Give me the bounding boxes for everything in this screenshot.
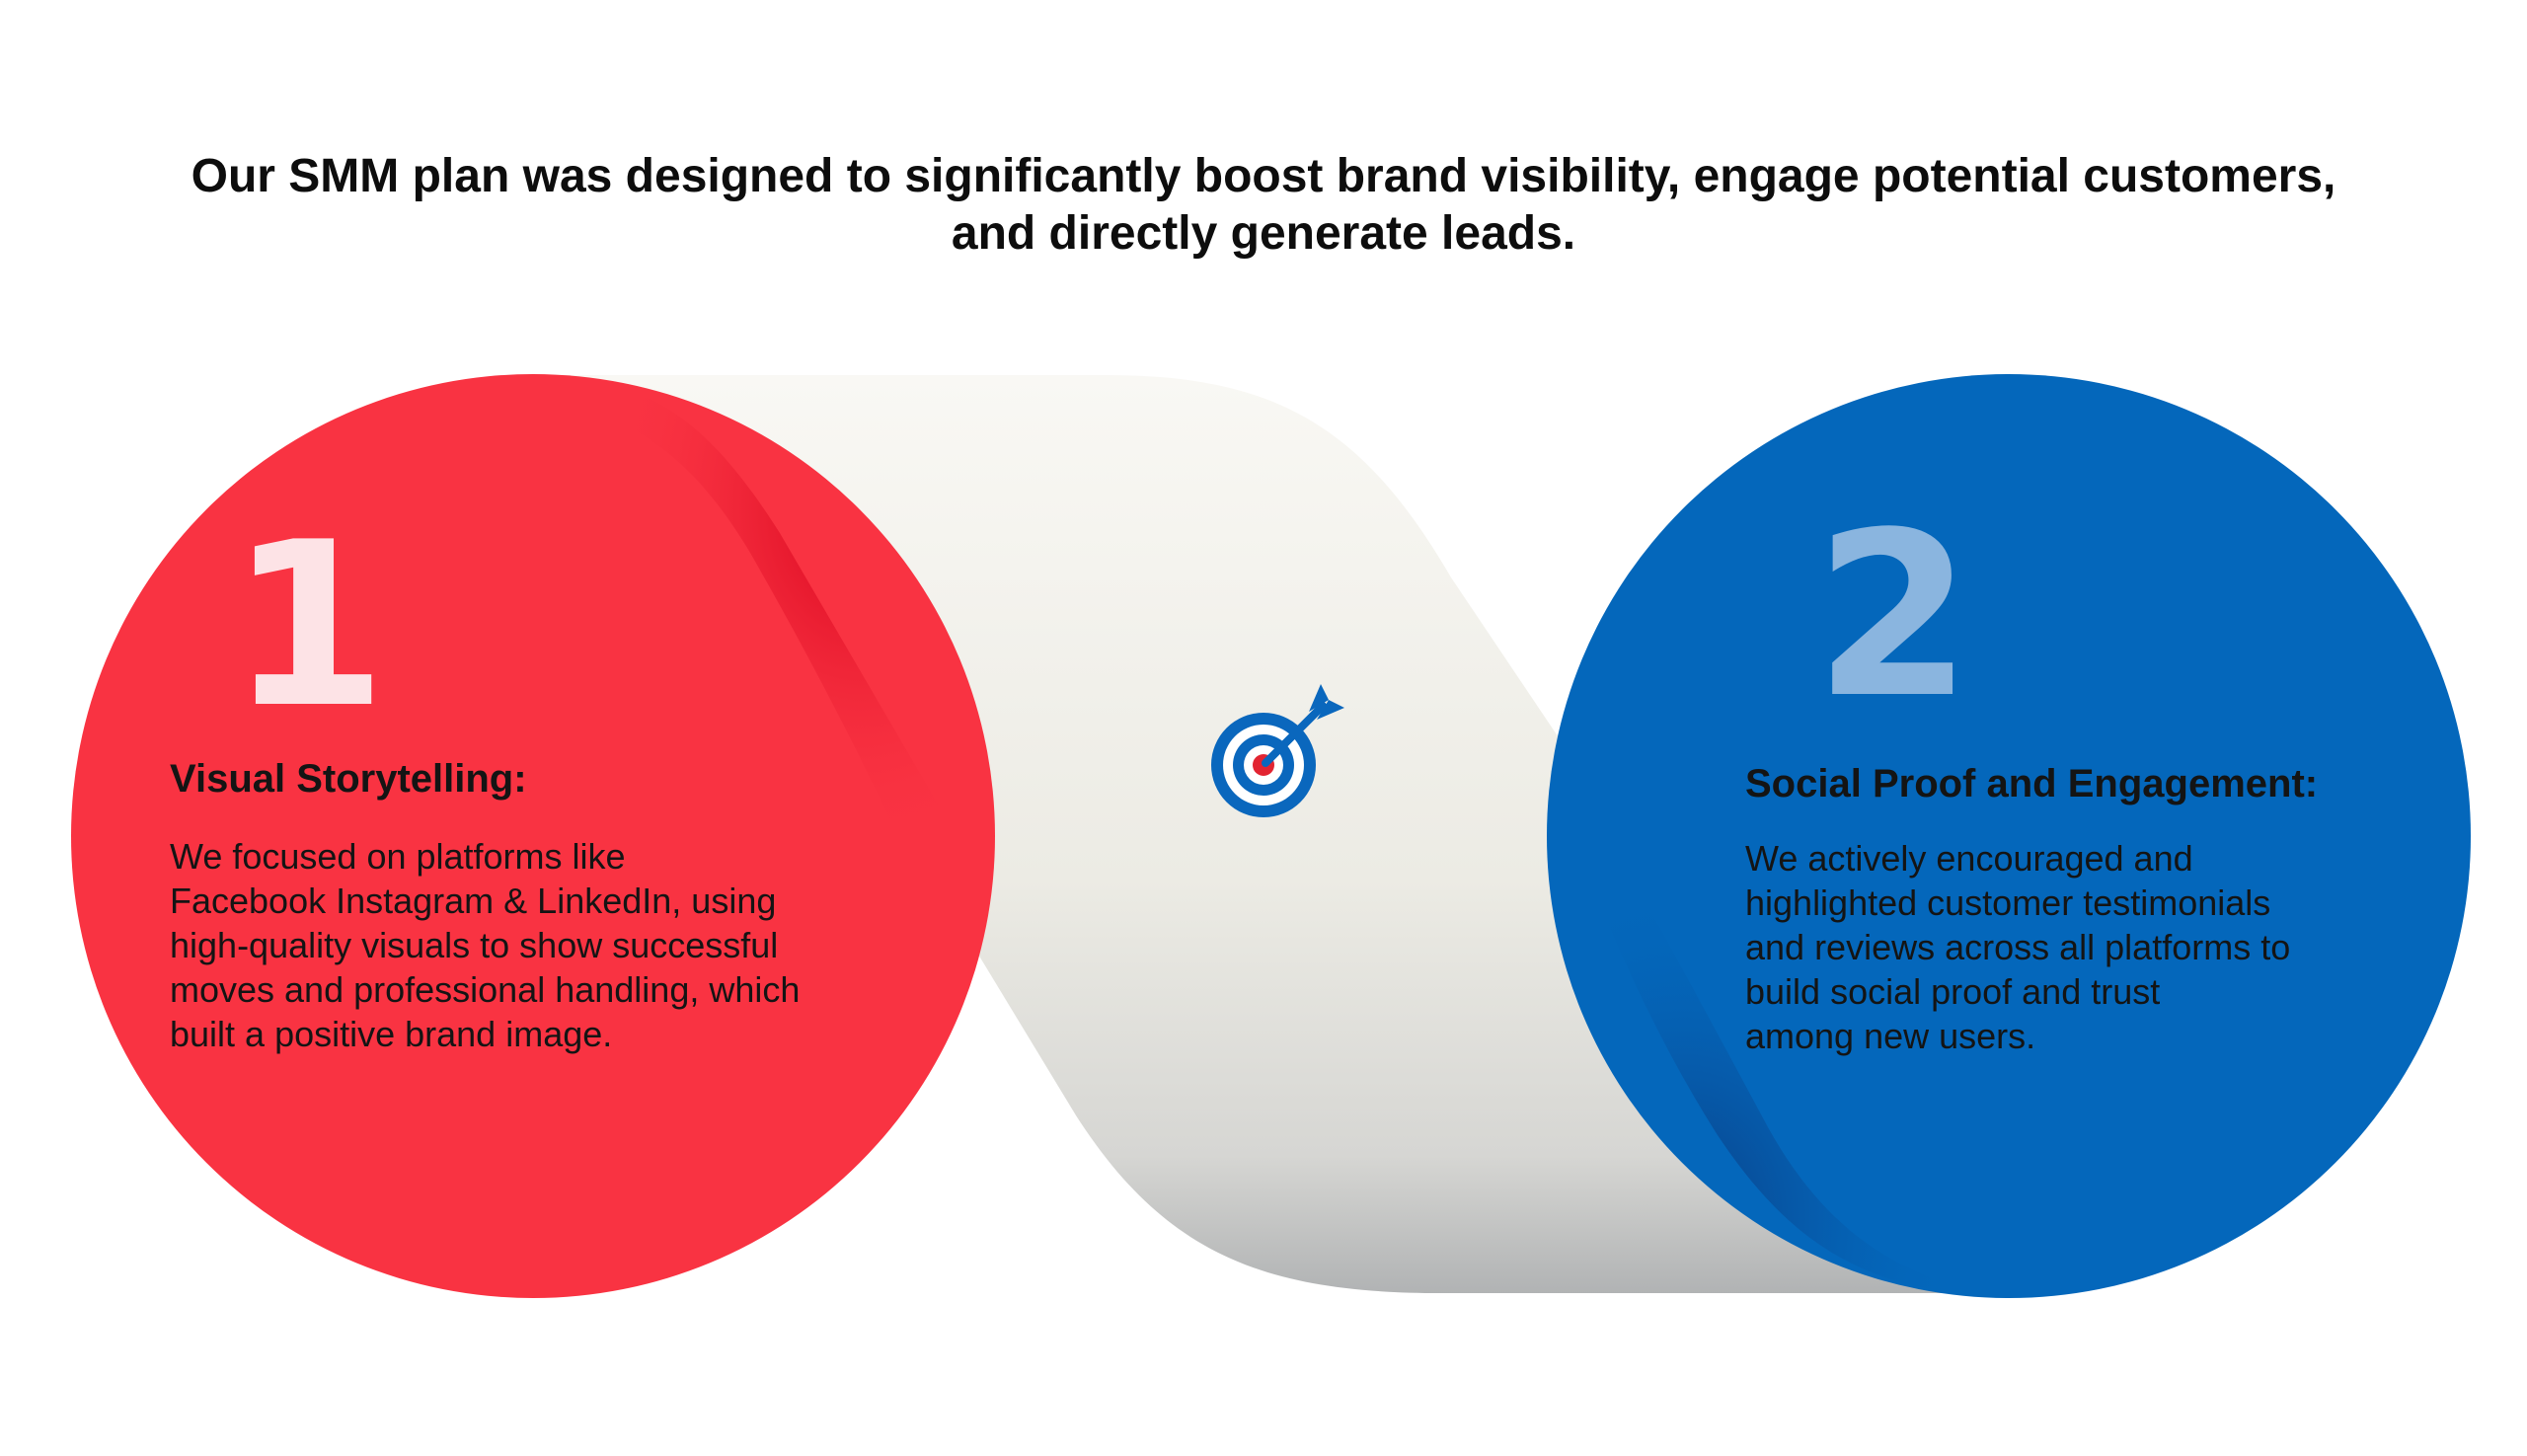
step-2-circle — [1547, 374, 2471, 1298]
step-1-circle — [71, 374, 995, 1298]
step-2-title: Social Proof and Engagement: — [1745, 762, 2319, 805]
step-1-fold-shadow — [533, 375, 987, 987]
step-2-body-line: We actively encouraged and — [1745, 838, 2193, 879]
step-2-body-line: build social proof and trust — [1745, 971, 2161, 1012]
step-1-body: We focused on platforms like Facebook In… — [170, 834, 800, 1056]
headline-line-1: Our SMM plan was designed to significant… — [191, 150, 2336, 202]
target-arrow-icon — [1211, 684, 1344, 817]
step-1-title: Visual Storytelling: — [170, 757, 527, 801]
step-2-body-line: and reviews across all platforms to — [1745, 927, 2291, 967]
step-1-body-line: moves and professional handling, which — [170, 969, 801, 1010]
step-2-body: We actively encouraged and highlighted c… — [1745, 836, 2290, 1058]
step-1-body-line: We focused on platforms like — [170, 836, 626, 877]
headline-line-2: and directly generate leads. — [951, 207, 1576, 260]
step-2-number: 2 — [1814, 485, 1973, 748]
step-2-body-line: highlighted customer testimonials — [1745, 882, 2271, 923]
step-1-body-line: Facebook Instagram & LinkedIn, using — [170, 881, 777, 921]
step-1-body-line: built a positive brand image. — [170, 1014, 613, 1054]
step-1-body-line: high-quality visuals to show successful — [170, 925, 779, 965]
step-2-body-line: among new users. — [1745, 1016, 2036, 1056]
step-2-fold-shadow — [1555, 750, 2014, 1298]
headline: Our SMM plan was designed to significant… — [79, 148, 2448, 263]
step-1-number: 1 — [229, 495, 388, 758]
